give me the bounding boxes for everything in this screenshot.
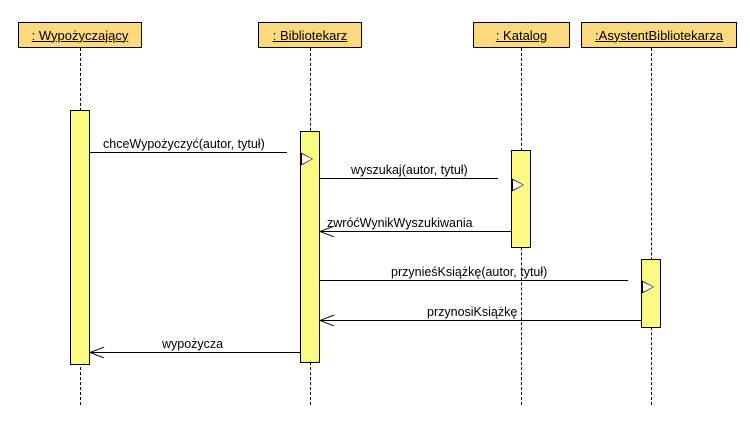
message-label-wypozycza: wypożycza [162, 337, 224, 351]
message-line-przynies-ksiazke[interactable] [320, 280, 628, 281]
arrowhead-filled-right-icon [300, 152, 313, 166]
message-label-zwroc-wynik-wyszukiwania: zwróćWynikWyszukiwania [327, 216, 473, 230]
message-line-wypozycza[interactable] [90, 352, 300, 353]
participant-box-katalog[interactable]: : Katalog [473, 22, 570, 48]
arrowhead-open-left-icon [319, 313, 335, 327]
arrowhead-filled-right-icon [641, 280, 654, 294]
message-label-przynosi-ksiazke: przynosiKsiążkę [427, 305, 518, 319]
lifeline-asystent [651, 48, 652, 405]
participant-label-wypozyczajacy: : Wypożyczający [31, 27, 129, 43]
arrowhead-open-left-icon [89, 345, 105, 359]
activation-bar-wypozyczajacy[interactable] [70, 110, 90, 365]
participant-label-katalog: : Katalog [495, 27, 548, 43]
participant-label-bibliotekarz: : Bibliotekarz [272, 27, 348, 43]
activation-bar-katalog[interactable] [511, 150, 531, 248]
message-line-wyszukaj[interactable] [320, 178, 498, 179]
arrowhead-filled-right-icon [511, 178, 524, 192]
message-label-wyszukaj: wyszukaj(autor, tytuł) [351, 163, 468, 177]
message-line-chce-wypozyczyc[interactable] [90, 152, 287, 153]
message-label-przynies-ksiazke: przynieśKsiążkę(autor, tytuł) [391, 265, 548, 279]
participant-box-asystent[interactable]: :AsystentBibliotekarza [581, 22, 737, 48]
activation-bar-bibliotekarz[interactable] [300, 131, 320, 363]
message-label-chce-wypozyczyc: chceWypożyczyć(autor, tytuł) [103, 137, 265, 151]
message-line-przynosi-ksiazke[interactable] [320, 320, 641, 321]
participant-box-wypozyczajacy[interactable]: : Wypożyczający [18, 22, 142, 48]
message-line-zwroc-wynik-wyszukiwania[interactable] [320, 231, 511, 232]
participant-box-bibliotekarz[interactable]: : Bibliotekarz [258, 22, 362, 48]
participant-label-asystent: :AsystentBibliotekarza [595, 27, 723, 43]
